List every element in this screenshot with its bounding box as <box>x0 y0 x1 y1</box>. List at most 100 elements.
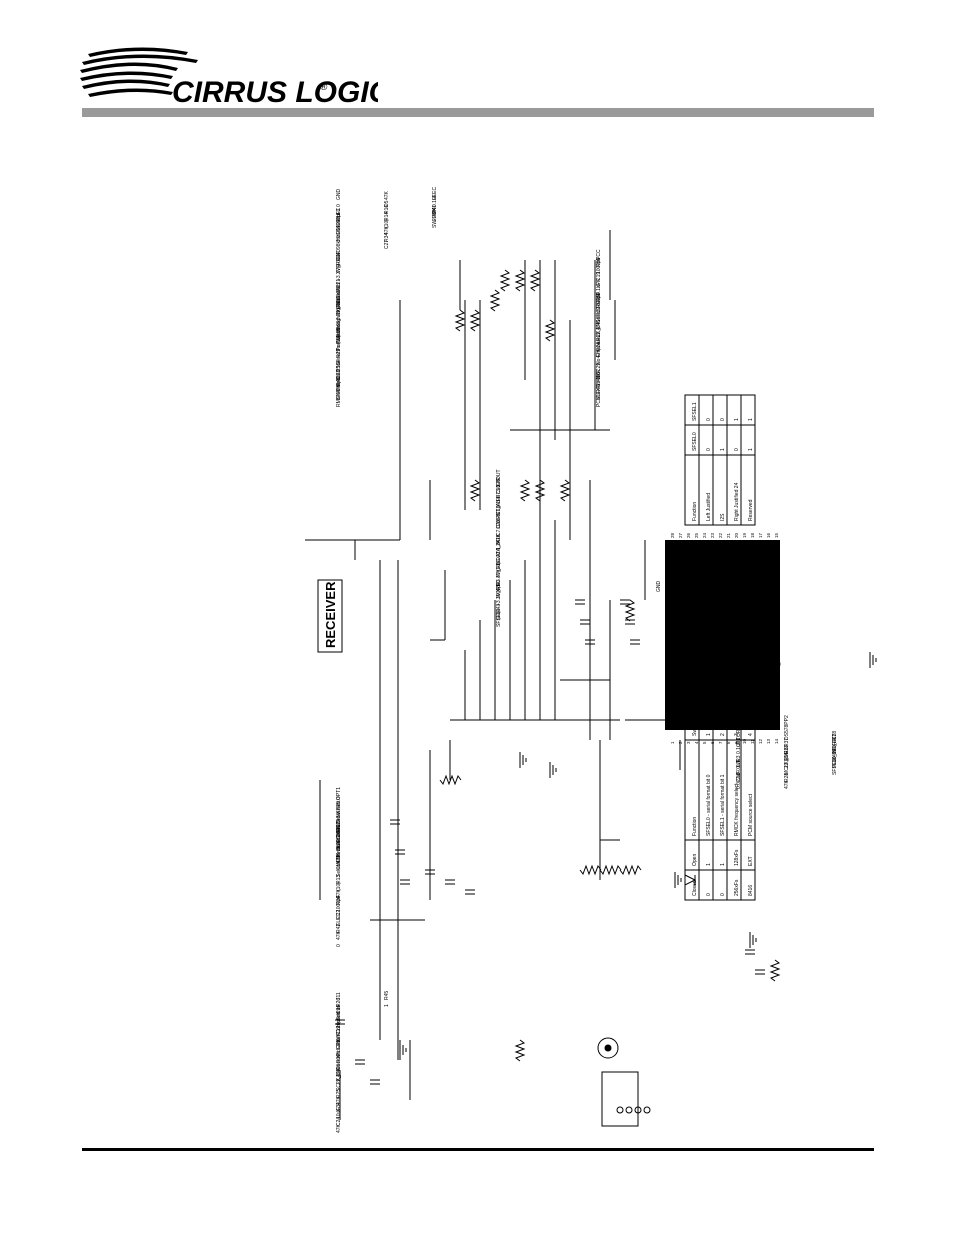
schematic-label-114: C28 <box>832 731 838 740</box>
schematic-label-52: C26 <box>496 520 502 529</box>
schematic-label-25: +3.3V_REG <box>336 254 342 281</box>
schematic-label-27: ELEC <box>336 208 342 221</box>
format-table-cell-0-2: Left Justified <box>706 493 712 521</box>
schematic-label-43: 0.1uF <box>336 829 342 842</box>
schematic-label-19: 1000pF <box>596 257 602 274</box>
schematic-label-116: 0.1uF <box>336 359 342 372</box>
schematic-label-135: 2.49K <box>832 747 838 761</box>
ic-left-pin-num-10: 10 <box>742 738 747 744</box>
header-rule <box>82 108 874 117</box>
schematic-label-7: R26 <box>336 998 342 1007</box>
ic-right-pin-name-21: VL+ <box>726 563 732 572</box>
ic-right-pin-num-18: 18 <box>750 532 755 538</box>
ic-left-pin-name-4: RXP0 <box>694 711 700 725</box>
ic-left-pin-num-13: 13 <box>766 738 771 744</box>
schematic-label-30: X7R <box>736 758 742 768</box>
format-table-cell-3-0: 1 <box>748 418 754 421</box>
schematic-label-35: C17 <box>336 1026 342 1035</box>
schematic-label-9: C31 <box>736 738 742 747</box>
schematic-label-32: C21 <box>336 279 342 288</box>
ic-left-pin-num-9: 9 <box>734 741 739 744</box>
schematic-label-11: 0.01uF <box>336 251 342 267</box>
schematic-label-10: X7R <box>496 477 502 487</box>
ic-left-pin-num-7: 7 <box>718 741 723 744</box>
switch-table-cell-0-0: 1 <box>706 733 712 736</box>
brand-name: CIRRUS LOGIC <box>172 76 378 109</box>
schematic-label-145: S1 <box>596 394 602 400</box>
schematic-wires <box>305 230 700 1120</box>
schematic-label-61: R27 <box>596 307 602 316</box>
ic-left-pin-name-5: RXN <box>702 714 708 725</box>
resistor-r33 <box>624 599 636 622</box>
schematic-label-139: 2.49K <box>432 207 438 221</box>
schematic-label-41: C14 <box>336 226 342 235</box>
resistor-r16 <box>439 774 462 786</box>
receiver-title-box: RECEIVER <box>317 579 343 653</box>
schematic-label-151: RMCK freq 128/256 <box>336 363 342 407</box>
schematic-label-136: R43 <box>496 604 502 613</box>
schematic-label-46: 0.1uF <box>336 289 342 302</box>
format-table-cell-1-2: I2S <box>720 513 726 521</box>
ic-left-pin-num-14: 14 <box>774 738 779 744</box>
opt1-pin-icon-1 <box>625 1106 633 1114</box>
opt1-pin-icon-0 <box>616 1106 624 1114</box>
switch-table-header-3: Closed <box>692 880 698 896</box>
ic-body <box>665 540 780 730</box>
schematic-label-92: (10) <box>336 882 342 891</box>
ic-left-pin-num-5: 5 <box>702 741 707 744</box>
schematic-label-94: (10) <box>496 562 502 571</box>
schematic-label-119: 10uF <box>336 1108 342 1119</box>
schematic-label-109: Serial Port Master <box>336 325 342 365</box>
schematic-label-107: 47K <box>784 779 790 789</box>
schematic-label-118: ELEC <box>432 187 438 200</box>
format-table-cell-3-1: 1 <box>748 448 754 451</box>
schematic-label-13: 0 <box>336 204 342 207</box>
schematic-label-14: C16 <box>336 1005 342 1014</box>
schematic-label-86: 22.1 <box>784 758 790 768</box>
schematic-label-34: 1000pF <box>336 211 342 228</box>
schematic-label-0: J11 <box>336 992 342 1000</box>
schematic-label-134: R42 <box>336 924 342 933</box>
ic-right-pin-num-21: 21 <box>726 532 731 538</box>
schematic-label-53: C0G <box>336 299 342 309</box>
ic-right-pin-num-25: 25 <box>694 532 699 538</box>
schematic-label-48: 3.01K <box>336 228 342 242</box>
ic-right-pin-num-28: 28 <box>670 532 675 538</box>
schematic-label-131: 2.49K <box>596 372 602 386</box>
schematic-label-5: VCC <box>596 249 602 260</box>
schematic-label-67: +3.3V_REG <box>336 296 342 323</box>
schematic-label-6: GND <box>336 189 342 201</box>
switch-table-cell-0-3: 0 <box>706 893 712 896</box>
ic-ref: U3 <box>726 642 732 650</box>
schematic-label-26: C19 <box>596 272 602 281</box>
schematic-label-84: 22.1 <box>336 1074 342 1084</box>
schematic-label-28: 10uF <box>336 1017 342 1028</box>
schematic-label-22: +5V <box>336 811 342 821</box>
ic-right-pin-name-26: SDOUT <box>686 553 692 572</box>
schematic-label-111: C27 <box>384 240 390 249</box>
connector-j11-icon <box>597 1037 619 1059</box>
resistor-r18 <box>544 319 556 342</box>
schematic-label-21: 1uH <box>336 1011 342 1021</box>
schematic-label-23: L3 <box>736 755 742 761</box>
schematic-label-79: R15 <box>784 752 790 761</box>
switch-table-cell-3-0: 4 <box>748 733 754 736</box>
ic-left-pin-name-2: RXP2 <box>678 711 684 725</box>
schematic-label-50: X7R <box>336 839 342 849</box>
schematic-label-57: From CS8416 Datasheet <box>336 800 342 856</box>
schematic-label-105: 47K <box>336 1095 342 1105</box>
ic-right-pin-num-19: 19 <box>742 532 747 538</box>
resistor-r42 <box>514 269 526 292</box>
schematic-label-141: 47K <box>336 930 342 940</box>
ic-right-pin-num-17: 17 <box>758 532 763 538</box>
schematic-label-130: R40 <box>336 377 342 386</box>
switch-table-cell-0-2: 1 <box>706 863 712 866</box>
ic-right-pin-name-18: U <box>750 568 756 572</box>
schematic-label-132: R41 <box>432 205 438 214</box>
schematic-label-75: 47K <box>596 320 602 330</box>
schematic-label-2: TORX173 <box>736 718 742 740</box>
ic-right-pin-num-24: 24 <box>702 532 707 538</box>
ic-right-pin-name-24: RMCK <box>702 556 708 572</box>
format-table-frame <box>684 394 756 526</box>
